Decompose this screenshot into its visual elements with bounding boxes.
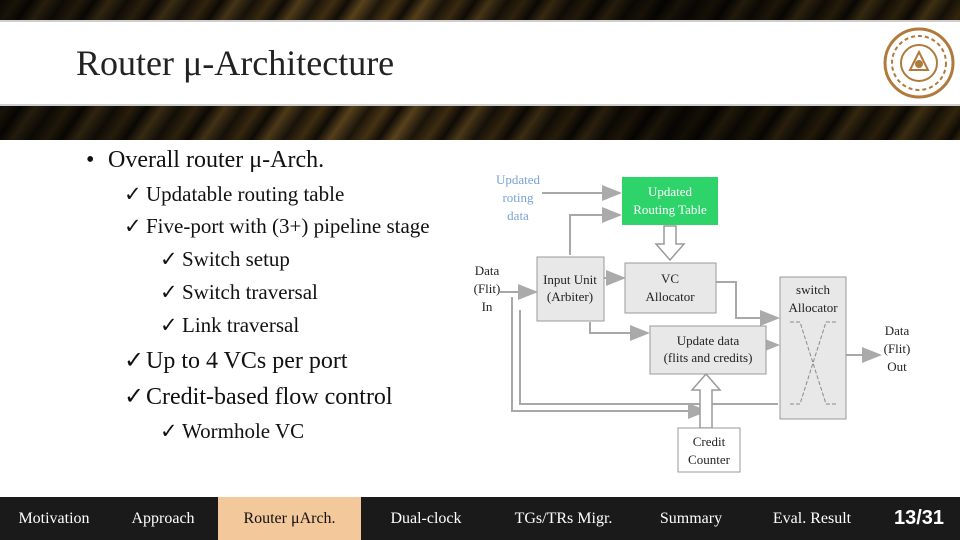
slide-title: Router μ-Architecture xyxy=(76,43,395,83)
bullet-dot-icon: • xyxy=(86,147,95,173)
tab-summary[interactable]: Summary xyxy=(636,497,746,540)
bullet-text: Switch traversal xyxy=(182,280,318,304)
bullet-vcs: ✓Up to 4 VCs per port xyxy=(124,346,348,375)
university-seal-icon xyxy=(883,27,955,99)
update-data-label-1: Update data xyxy=(677,333,740,348)
tab-motivation[interactable]: Motivation xyxy=(0,497,108,540)
bullet-text: Five-port with (3+) pipeline stage xyxy=(146,214,430,238)
update-data-box xyxy=(649,325,767,375)
bullet-credit: ✓Credit-based flow control xyxy=(124,382,393,411)
tab-label: Dual-clock xyxy=(390,509,462,527)
credit-counter-box xyxy=(677,427,741,473)
data-in-label-2: (Flit) xyxy=(474,281,501,296)
data-out-label-2: (Flit) xyxy=(884,341,911,356)
routing-table-label-1: Updated xyxy=(648,184,693,199)
bullet-text: Up to 4 VCs per port xyxy=(146,348,348,374)
tab-label: Summary xyxy=(659,509,723,527)
bullet-text: Credit-based flow control xyxy=(146,384,393,410)
page-number-text: 13/31 xyxy=(893,507,945,529)
bullet-switch-traversal: ✓Switch traversal xyxy=(160,280,318,305)
tab-label: Approach xyxy=(131,509,195,527)
credit-counter-label-2: Counter xyxy=(688,452,731,467)
bullet-text: Link traversal xyxy=(182,313,300,337)
switch-allocator-label-2: Allocator xyxy=(788,300,838,315)
page-number: 13/31 xyxy=(878,497,960,540)
input-unit-label-2: (Arbiter) xyxy=(547,289,593,304)
switch-allocator-box xyxy=(779,276,847,420)
data-out-label-1: Data xyxy=(885,323,910,338)
tab-dual-clock[interactable]: Dual-clock xyxy=(361,497,491,540)
input-unit-label-1: Input Unit xyxy=(543,272,597,287)
check-icon: ✓ xyxy=(160,419,178,443)
data-in-label-3: In xyxy=(482,299,493,314)
data-in-label-1: Data xyxy=(475,263,500,278)
bullet-link-traversal: ✓Link traversal xyxy=(160,313,299,338)
down-arrow-icon xyxy=(654,225,686,262)
footer-nav: Motivation Approach Router μArch. Dual-c… xyxy=(0,497,960,540)
tab-eval-result[interactable]: Eval. Result xyxy=(746,497,878,540)
bullet-five-port: ✓Five-port with (3+) pipeline stage xyxy=(124,214,430,239)
tab-tgs-trs-migr[interactable]: TGs/TRs Migr. xyxy=(491,497,636,540)
routing-table-box xyxy=(622,177,718,225)
tab-label: Router μArch. xyxy=(243,509,336,527)
check-icon: ✓ xyxy=(124,348,145,374)
check-icon: ✓ xyxy=(124,214,142,238)
credit-counter-label-1: Credit xyxy=(693,434,726,449)
tab-approach[interactable]: Approach xyxy=(108,497,218,540)
tab-router-march[interactable]: Router μArch. xyxy=(218,497,361,540)
updated-routing-label-2: roting xyxy=(502,190,534,205)
tab-label: Motivation xyxy=(18,509,90,527)
check-icon: ✓ xyxy=(160,313,178,337)
vc-allocator-box xyxy=(624,262,717,314)
updated-routing-label-1: Updated xyxy=(496,172,541,187)
input-unit-box xyxy=(536,256,605,322)
bullet-text: Updatable routing table xyxy=(146,182,345,206)
bullet-text: Overall router μ-Arch. xyxy=(108,147,325,173)
bullet-overall: • Overall router μ-Arch. xyxy=(86,147,324,174)
switch-allocator-label-1: switch xyxy=(796,282,830,297)
up-arrow-icon xyxy=(690,372,722,429)
bullet-wormhole: ✓Wormhole VC xyxy=(160,419,304,444)
vc-allocator-label-2: Allocator xyxy=(645,289,695,304)
title-bar xyxy=(0,20,960,106)
bullet-updatable: ✓Updatable routing table xyxy=(124,182,344,207)
check-icon: ✓ xyxy=(124,182,142,206)
tab-label: TGs/TRs Migr. xyxy=(514,509,613,527)
bullet-switch-setup: ✓Switch setup xyxy=(160,247,290,272)
vc-allocator-label-1: VC xyxy=(661,271,679,286)
update-data-label-2: (flits and credits) xyxy=(664,350,753,365)
check-icon: ✓ xyxy=(160,280,178,304)
bullet-text: Switch setup xyxy=(182,247,290,271)
updated-routing-label-3: data xyxy=(507,208,529,223)
check-icon: ✓ xyxy=(160,247,178,271)
tab-label: Eval. Result xyxy=(772,509,852,527)
bullet-text: Wormhole VC xyxy=(182,419,305,443)
data-out-label-3: Out xyxy=(887,359,907,374)
routing-table-label-2: Routing Table xyxy=(633,202,707,217)
check-icon: ✓ xyxy=(124,384,145,410)
